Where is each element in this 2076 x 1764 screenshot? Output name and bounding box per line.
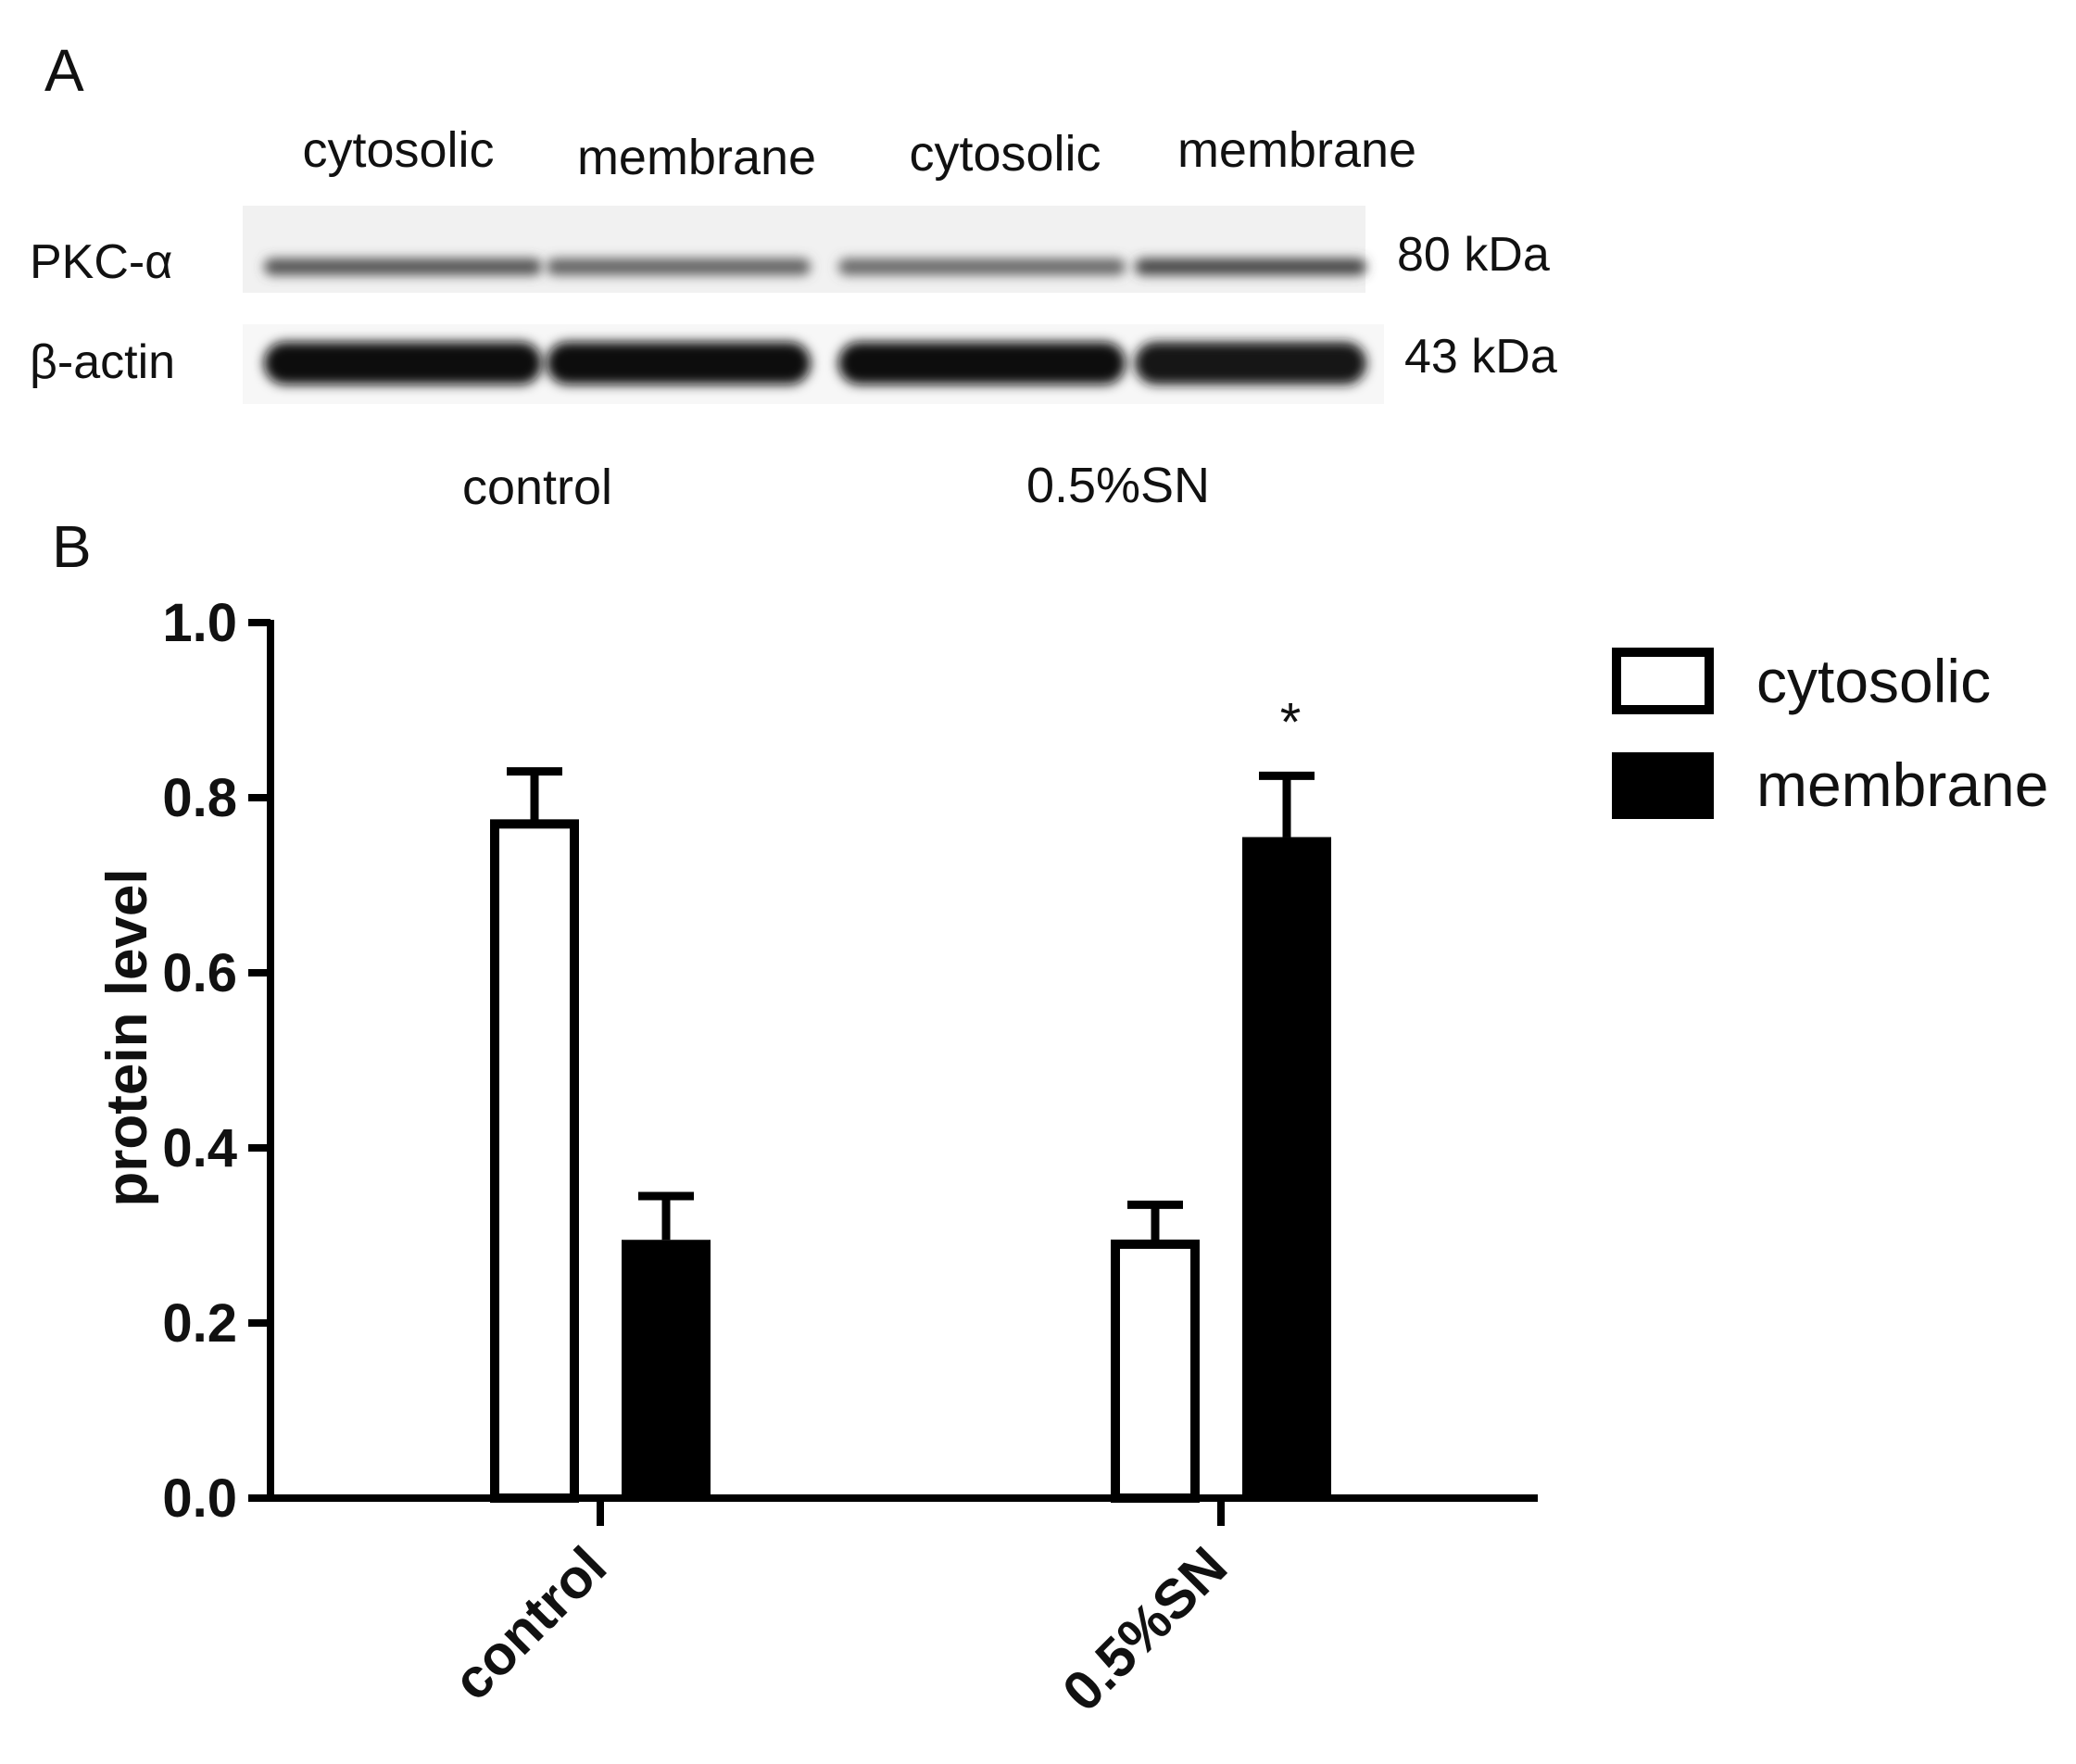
bars [490,767,1331,1503]
y-tick-label: 1.0 [162,593,237,653]
legend-label-cytosolic: cytosolic [1756,647,1991,715]
lane-label-3: cytosolic [909,126,1101,182]
kda-label-pkc: 80 kDa [1397,228,1550,282]
bar-cytosolic-control [490,819,579,1503]
y-tick-label: 0.0 [162,1468,237,1529]
bar-cytosolic-0-5-sn [1111,1239,1200,1503]
panel-a-western-blot: A cytosolic membrane cytosolic membrane … [30,37,1557,515]
annotations: * [1280,692,1302,752]
x-axis: control 0.5%SN [267,1494,1538,1723]
y-tick-label: 0.8 [162,768,237,828]
lane-label-4: membrane [1177,122,1416,178]
y-axis: 0.0 0.2 0.4 0.6 0.8 1.0 [162,593,274,1529]
blot-band-actin-lane-1 [264,342,542,384]
kda-label-actin: 43 kDa [1404,330,1557,384]
blot-strip-pkc [243,206,1365,293]
y-tick-label: 0.6 [162,943,237,1003]
blot-band-actin-lane-2 [547,342,811,384]
group-label-control: control [462,460,612,515]
x-category-label: control [441,1535,618,1712]
lane-label-1: cytosolic [302,122,494,178]
group-label-sn: 0.5%SN [1026,458,1210,513]
lane-label-2: membrane [577,130,816,185]
legend-swatch-cytosolic [1612,648,1714,714]
legend: cytosolic membrane [1612,647,2048,819]
blot-bands [264,258,1366,384]
bar-membrane-0-5-sn [1242,837,1331,1498]
row-label-pkc: PKC-α [30,235,172,289]
blot-band-actin-lane-3 [838,342,1126,384]
blot-band-pkc-lane-1 [264,258,542,275]
row-label-actin: β-actin [30,335,175,389]
legend-swatch-membrane [1612,752,1714,819]
panel-b-label: B [52,513,92,580]
blot-band-pkc-lane-3 [838,258,1126,275]
panel-a-label: A [44,37,84,104]
y-tick-label: 0.4 [162,1118,237,1178]
legend-label-membrane: membrane [1756,750,2048,819]
blot-band-pkc-lane-4 [1135,258,1366,275]
y-axis-title: protein level [95,868,159,1206]
panel-b-bar-chart: B protein level 0.0 0.2 0.4 0.6 0.8 1.0 contr… [52,513,2048,1723]
blot-band-actin-lane-4 [1135,342,1366,384]
bar-membrane-control [622,1240,711,1498]
blot-band-pkc-lane-2 [547,258,811,275]
x-category-label: 0.5%SN [1051,1535,1239,1723]
y-tick-label: 0.2 [162,1293,237,1354]
significance-marker: * [1280,692,1302,752]
